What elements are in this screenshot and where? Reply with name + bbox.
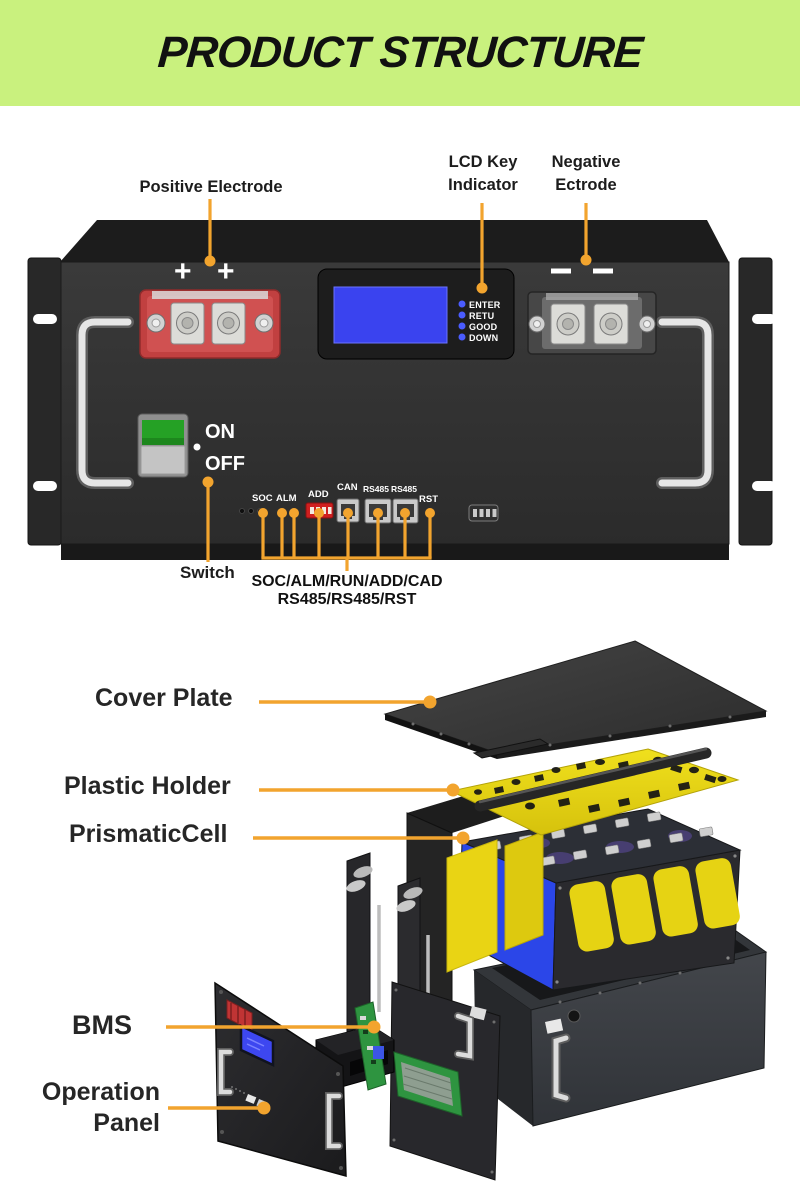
ports-caption-line1: SOC/ALM/RUN/ADD/CAD: [251, 573, 443, 590]
lcd-module: [317, 268, 515, 360]
separator-sheets: [446, 831, 544, 973]
case-handle: [553, 1035, 569, 1101]
ear-slot: [33, 314, 57, 324]
prismatic-cell-pack: [458, 808, 742, 991]
negative-ectrode-label: Negative Ectrode: [538, 151, 634, 197]
switch-indicator-dot: [193, 443, 201, 451]
op-panel-lcd: [239, 1024, 275, 1067]
left-rack-ear: [27, 257, 62, 546]
mounting-rail-long: [474, 747, 712, 812]
lcd-indicator-down: DOWN: [469, 333, 499, 343]
mounting-rail-short: [472, 738, 550, 759]
negative-ectrode-line1: Negative: [551, 153, 621, 171]
four-pin-connector: [468, 504, 499, 522]
exploded-view-leaders: [166, 695, 470, 1115]
operation-panel-label: Operation Panel: [18, 1077, 160, 1139]
lcd-key-indicator-label: LCD Key Indicator: [430, 151, 536, 197]
unit-top-bevel: [60, 220, 729, 262]
lcd-indicator-good: GOOD: [469, 322, 498, 332]
port-label-rst: RST: [419, 494, 438, 505]
side-panel-handle: [455, 1013, 473, 1059]
power-switch: [137, 413, 201, 478]
led-enter: [458, 300, 466, 308]
lcd-indicator-retu: RETU: [469, 311, 495, 321]
minus-sign: —: [593, 259, 613, 281]
ear-slot: [33, 481, 57, 491]
positive-electrode-label: Positive Electrode: [139, 178, 283, 196]
leader-ports: [258, 508, 435, 571]
left-handle: [76, 316, 134, 489]
bms-blue-connector: [373, 1046, 384, 1059]
port-label-alm: ALM: [276, 493, 297, 504]
unit-bottom-strip: [61, 544, 729, 560]
bms-pcb-flat: [393, 1051, 463, 1117]
header-band: PRODUCT STRUCTURE: [0, 0, 800, 106]
switch-label: Switch: [180, 563, 235, 582]
lcd-screen: [333, 286, 448, 344]
lcd-key-indicator-line2: Indicator: [448, 176, 518, 194]
prismatic-cell-label: PrismaticCell: [69, 820, 228, 848]
exploded-view: [166, 640, 768, 1181]
port-label-soc: SOC: [252, 493, 273, 504]
bms-label: BMS: [72, 1010, 132, 1040]
leader-switch-dot: [202, 476, 214, 488]
op-panel-handle-right: [326, 1093, 342, 1149]
ear-slot: [752, 314, 776, 324]
operation-panel-line2: Panel: [93, 1109, 160, 1137]
led-retu: [458, 311, 466, 319]
port-label-rs485-1: RS485: [363, 484, 389, 494]
led-down: [458, 333, 466, 341]
battery-rack-unit: [27, 220, 776, 560]
case-label-sticker: [545, 1018, 564, 1034]
front-view-leaders: [202, 199, 592, 571]
port-label-add: ADD: [308, 489, 329, 500]
led-good: [458, 322, 466, 330]
bms-pcb-vertical: [354, 1001, 387, 1091]
minus-sign: —: [551, 259, 571, 281]
op-panel-handle-left: [218, 1049, 233, 1095]
ear-slot: [752, 481, 776, 491]
negative-terminal-block: [527, 291, 657, 355]
switch-on-label: ON: [205, 421, 235, 443]
right-rack-ear: [738, 257, 773, 546]
plastic-holder-label: Plastic Holder: [64, 772, 231, 800]
side-panel-sticker: [469, 1005, 487, 1021]
plus-sign: +: [217, 255, 235, 288]
port-label-rs485-2: RS485: [391, 484, 417, 494]
plus-sign: +: [174, 255, 192, 288]
positive-terminal-block: [139, 289, 281, 359]
ports-caption-line2: RS485/RS485/RST: [277, 591, 417, 608]
plastic-holder: [449, 748, 740, 836]
lcd-key-indicator-line1: LCD Key: [448, 153, 518, 171]
switch-off-label: OFF: [205, 453, 245, 475]
operation-panel: [214, 981, 347, 1177]
cover-plate: [383, 640, 768, 759]
lcd-indicator-enter: ENTER: [469, 300, 501, 310]
negative-ectrode-line2: Ectrode: [555, 176, 617, 194]
port-label-can: CAN: [337, 482, 358, 493]
operation-panel-line1: Operation: [41, 1078, 160, 1106]
cover-plate-label: Cover Plate: [95, 684, 233, 712]
cell-windows: [569, 858, 740, 952]
right-handle: [656, 316, 714, 489]
